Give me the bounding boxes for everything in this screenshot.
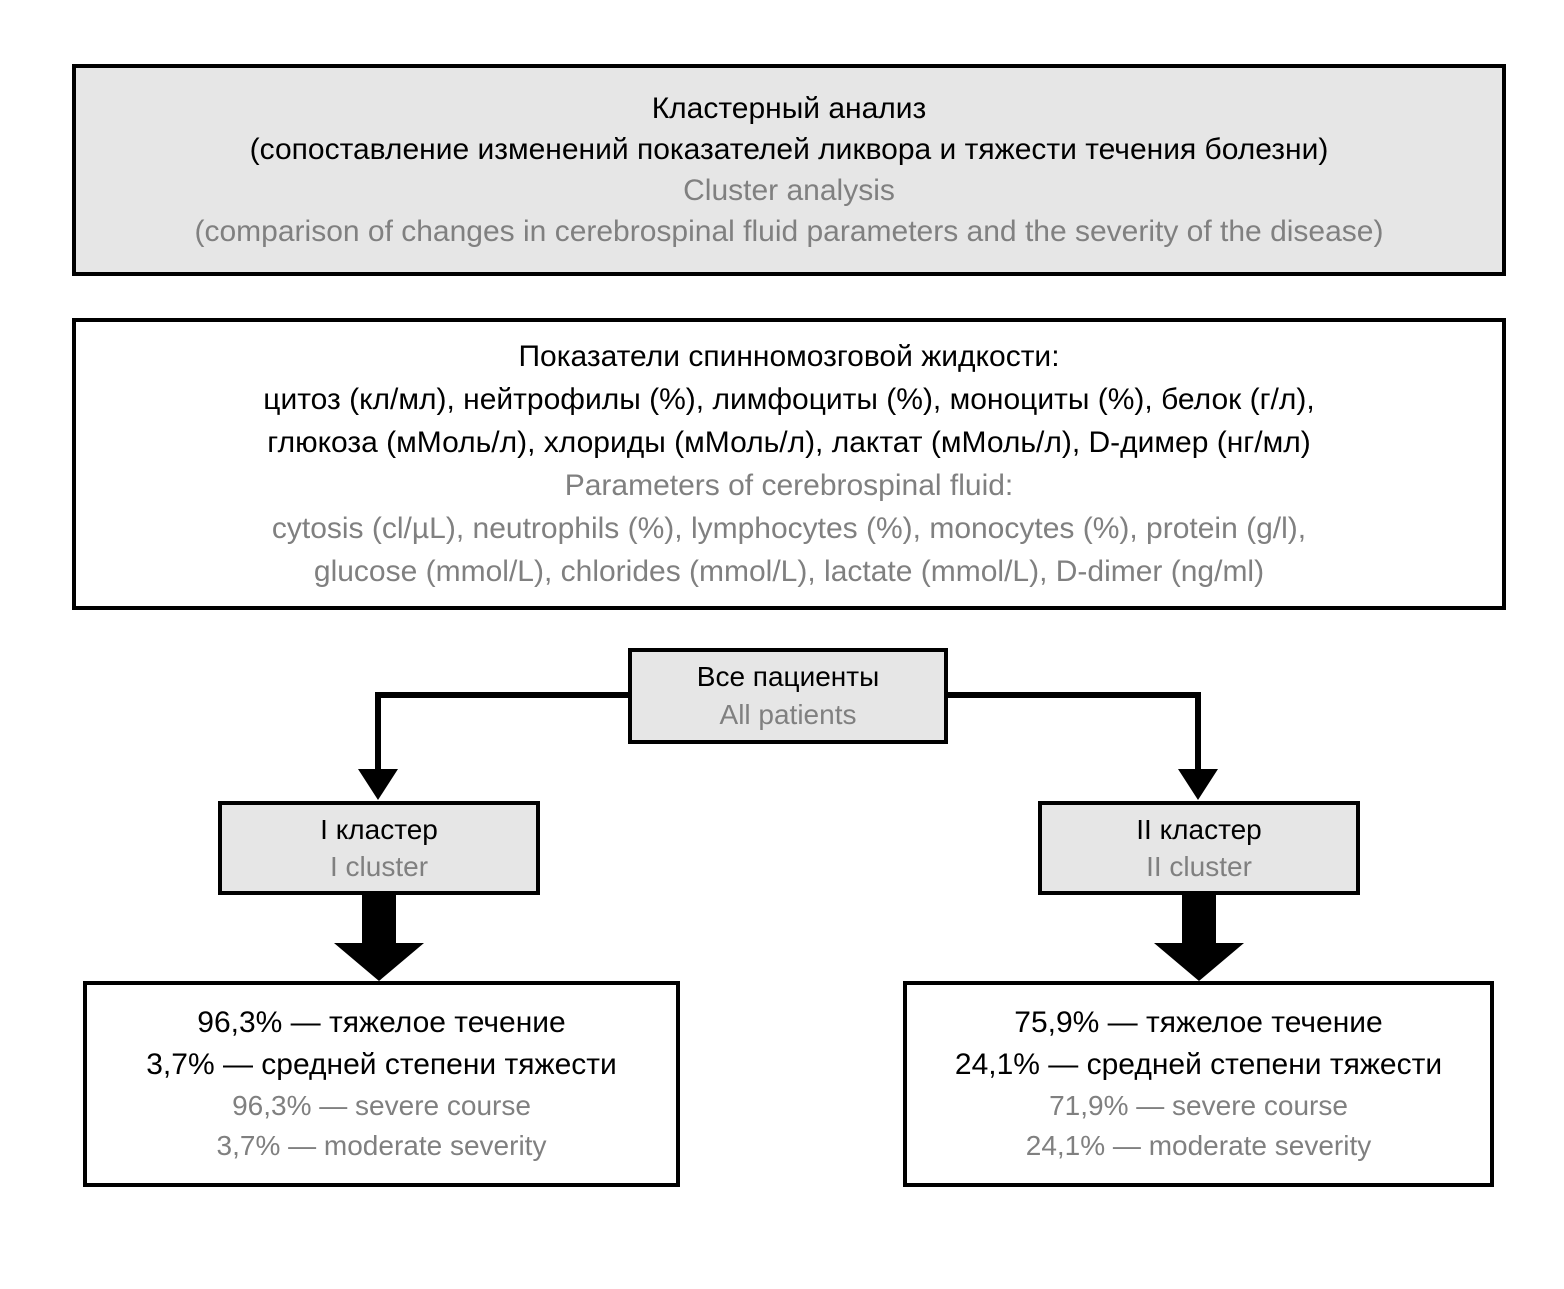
cluster-1-label-en: I cluster — [329, 851, 429, 882]
cluster-1-label-ru: I кластер — [320, 814, 438, 845]
connector-root-to-cluster-1 — [358, 692, 628, 800]
parameters-line2-ru: глюкоза (мМоль/л), хлориды (мМоль/л), ла… — [267, 426, 1311, 459]
block-arrow-cluster-2-to-result-2 — [1154, 893, 1244, 981]
all-patients-label-ru: Все пациенты — [696, 661, 880, 692]
block-arrow-cluster-1-to-result-1 — [334, 893, 424, 981]
parameters-line2-en: glucose (mmol/L), chlorides (mmol/L), la… — [313, 555, 1265, 588]
header-title-ru: Кластерный анализ — [651, 92, 927, 125]
cluster-2-result-line2-ru: 24,1% — средней степени тяжести — [954, 1048, 1443, 1081]
cluster-2-node: II кластер II cluster — [1038, 801, 1360, 895]
parameters-box: Показатели спинномозговой жидкости: цито… — [72, 318, 1506, 610]
cluster-1-result-line2-ru: 3,7% — средней степени тяжести — [146, 1048, 617, 1081]
cluster-2-result-line2-en: 24,1% — moderate severity — [1025, 1130, 1372, 1161]
cluster-1-result-line1-en: 96,3% — severe course — [232, 1090, 531, 1121]
header-title-en: Cluster analysis — [683, 174, 895, 207]
header-subtitle-ru: (сопоставление изменений показателей лик… — [249, 133, 1329, 166]
parameters-line1-ru: цитоз (кл/мл), нейтрофилы (%), лимфоциты… — [263, 383, 1315, 416]
all-patients-node: Все пациенты All patients — [628, 648, 948, 744]
header-box: Кластерный анализ (сопоставление изменен… — [72, 64, 1506, 276]
cluster-2-label-ru: II кластер — [1136, 814, 1262, 845]
cluster-1-result-line2-en: 3,7% — moderate severity — [216, 1130, 547, 1161]
cluster-2-result-line1-en: 71,9% — severe course — [1049, 1090, 1348, 1121]
cluster-1-node: I кластер I cluster — [218, 801, 540, 895]
parameters-heading-ru: Показатели спинномозговой жидкости: — [518, 340, 1060, 373]
parameters-heading-en: Parameters of cerebrospinal fluid: — [564, 469, 1014, 502]
cluster-2-label-en: II cluster — [1146, 851, 1252, 882]
cluster-2-result-box: 75,9% — тяжелое течение 24,1% — средней … — [903, 981, 1494, 1187]
cluster-1-result-box: 96,3% — тяжелое течение 3,7% — средней с… — [83, 981, 680, 1187]
parameters-line1-en: cytosis (cl/µL), neutrophils (%), lympho… — [271, 512, 1307, 545]
cluster-1-result-line1-ru: 96,3% — тяжелое течение — [197, 1006, 566, 1039]
cluster-2-result-line1-ru: 75,9% — тяжелое течение — [1014, 1006, 1383, 1039]
all-patients-label-en: All patients — [719, 699, 857, 730]
header-subtitle-en: (comparison of changes in cerebrospinal … — [194, 215, 1384, 248]
connector-root-to-cluster-2 — [948, 692, 1218, 800]
